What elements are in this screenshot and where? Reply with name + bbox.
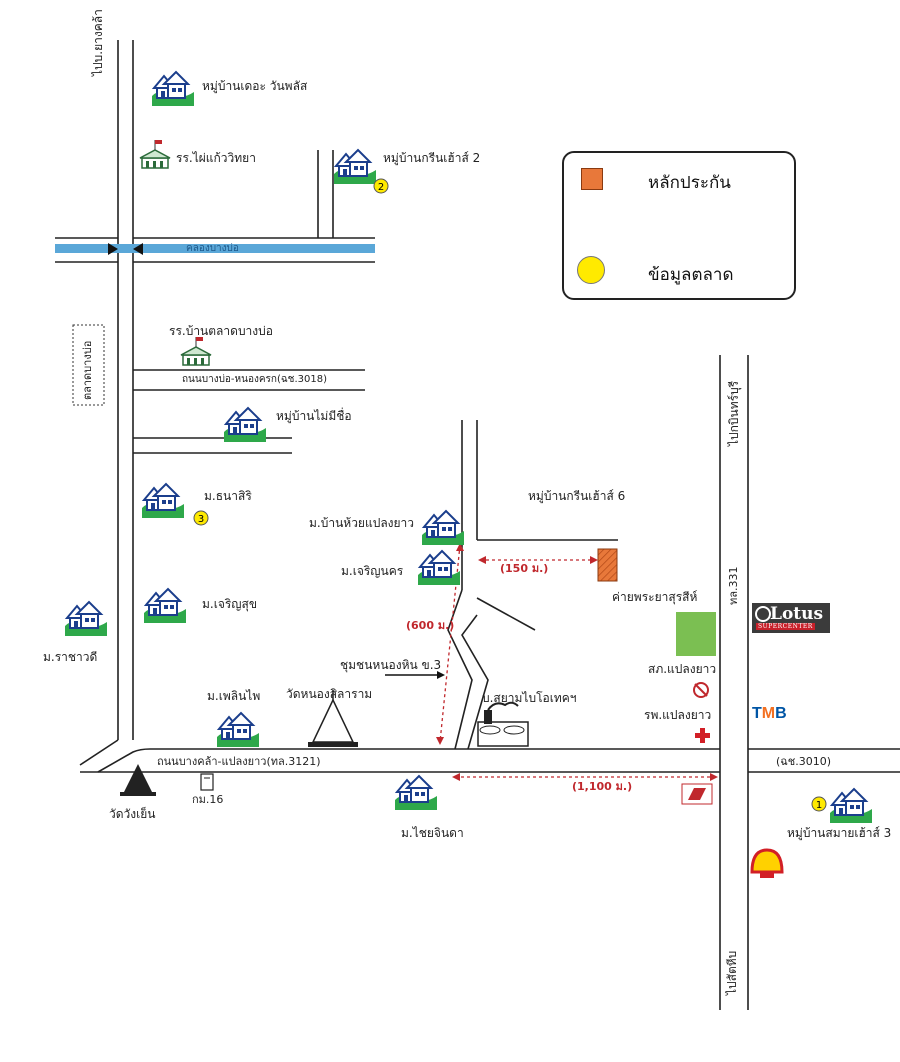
label-wat-nong: วัดหนองสิลาราม [286, 687, 373, 701]
hospital-cross-icon [695, 728, 710, 743]
lotus-logo: Lotus SUPERCENTER [752, 603, 830, 633]
label-main-road: ถนนบางคล้า-แปลงยาว(ทล.3121) [157, 755, 321, 768]
label-camp: ค่ายพระยาสุรสีห์ [612, 590, 698, 604]
legend-collateral-swatch [581, 168, 603, 190]
tmb-logo: TMB [752, 705, 787, 723]
label-canal: คลองบางบ่อ [186, 243, 239, 254]
svg-text:2: 2 [378, 182, 384, 193]
distance-arrows [439, 544, 715, 778]
house-icon [143, 588, 187, 624]
house-icon [223, 407, 267, 443]
svg-text:1: 1 [816, 800, 822, 811]
factory-icon [477, 701, 529, 747]
house-icon [417, 550, 461, 586]
label-thanasiri: ม.ธนาสิริ [204, 489, 252, 503]
distance-150: (150 ม.) [500, 562, 549, 575]
market-box [72, 324, 105, 406]
label-hospital: รพ.แปลงยาว [644, 708, 712, 722]
house-icon [829, 788, 873, 824]
label-green-house-2: หมู่บ้านกรีนเฮ้าส์ 2 [383, 151, 481, 165]
house-icon [394, 775, 438, 811]
label-charoen-suk: ม.เจริญสุข [202, 597, 258, 611]
lotus-name: Lotus [770, 604, 824, 624]
honda-logo-icon [681, 783, 713, 805]
label-chai-chinda: ม.ไชยจินดา [401, 826, 464, 840]
house-icon [151, 71, 195, 107]
shell-logo-icon [750, 848, 784, 878]
label-green-house-6: หมู่บ้านกรีนเฮ้าส์ 6 [528, 489, 626, 503]
km-marker-icon [200, 773, 214, 791]
temple-icon [120, 764, 156, 796]
green-field [676, 612, 716, 656]
legend: หลักประกัน ข้อมูลตลาด [562, 151, 796, 300]
label-village-noname: หมู่บ้านไม่มีชื่อ [276, 409, 352, 423]
legend-market-label: ข้อมูลตลาด [648, 265, 734, 285]
distance-600: (600 ม.) [406, 619, 455, 632]
market-marker: 2 [373, 178, 389, 194]
lotus-flower-icon [755, 606, 771, 622]
label-market-bangbo: ตลาดบางบ่อ [81, 340, 94, 400]
temple-icon [308, 690, 358, 747]
label-km16: กม.16 [192, 793, 224, 806]
label-charoen-nakhon: ม.เจริญนคร [341, 564, 404, 578]
label-road-3010: (ฉช.3010) [776, 755, 832, 768]
label-post-office: สภ.แปลงยาว [648, 662, 717, 676]
house-icon [421, 510, 465, 546]
label-to-sattahip: ไปสัตหีบ [725, 950, 739, 995]
house-icon [333, 149, 377, 185]
label-the-one-plus: หมู่บ้านเดอะ วันพลัส [202, 79, 308, 93]
distance-1100: (1,100 ม.) [572, 780, 633, 793]
label-ban-huay: ม.บ้านห้วยแปลงยาว [309, 516, 415, 530]
label-rachawadee: ม.ราชาวดี [43, 650, 98, 664]
road-network [55, 40, 900, 1010]
tmb-m: M [761, 705, 776, 722]
tmb-t: T [752, 705, 762, 722]
collateral-lot [597, 548, 618, 582]
police-icon [693, 682, 709, 698]
label-smile-house-3: หมู่บ้านสมายเฮ้าส์ 3 [787, 826, 892, 840]
label-plernphai: ม.เพลินไพ [207, 689, 261, 703]
label-school-phaikaew: รร.ไผ่แก้ววิทยา [176, 151, 256, 165]
school-icon [139, 139, 171, 169]
canal [55, 244, 375, 253]
label-wat-wang: วัดวังเย็น [109, 807, 156, 821]
label-road-bangbo-nongkrok: ถนนบางบ่อ-หนองครก(ฉช.3018) [182, 374, 327, 385]
label-left-road: ไปบ.ยางคล้า [91, 9, 105, 76]
lotus-sub: SUPERCENTER [756, 623, 815, 630]
legend-collateral-label: หลักประกัน [648, 173, 731, 193]
school-icon [180, 336, 212, 366]
house-icon [141, 483, 185, 519]
label-to-chonburi: ไปกบินทร์บุรี [727, 380, 741, 446]
label-siam-bio: บ.สยามไบโอเทคฯ [482, 691, 577, 705]
label-school-bangbo: รร.บ้านตลาดบางบ่อ [169, 324, 273, 338]
house-icon [216, 712, 260, 748]
label-junction: ชุมชนหนองหิน ข.3 [340, 658, 442, 672]
market-marker: 1 [811, 796, 827, 812]
legend-market-swatch [577, 256, 605, 284]
market-marker: 3 [193, 510, 209, 526]
house-icon [64, 601, 108, 637]
tmb-b: B [775, 705, 787, 722]
label-road-331: ทล.331 [727, 566, 740, 605]
svg-text:3: 3 [198, 514, 204, 525]
